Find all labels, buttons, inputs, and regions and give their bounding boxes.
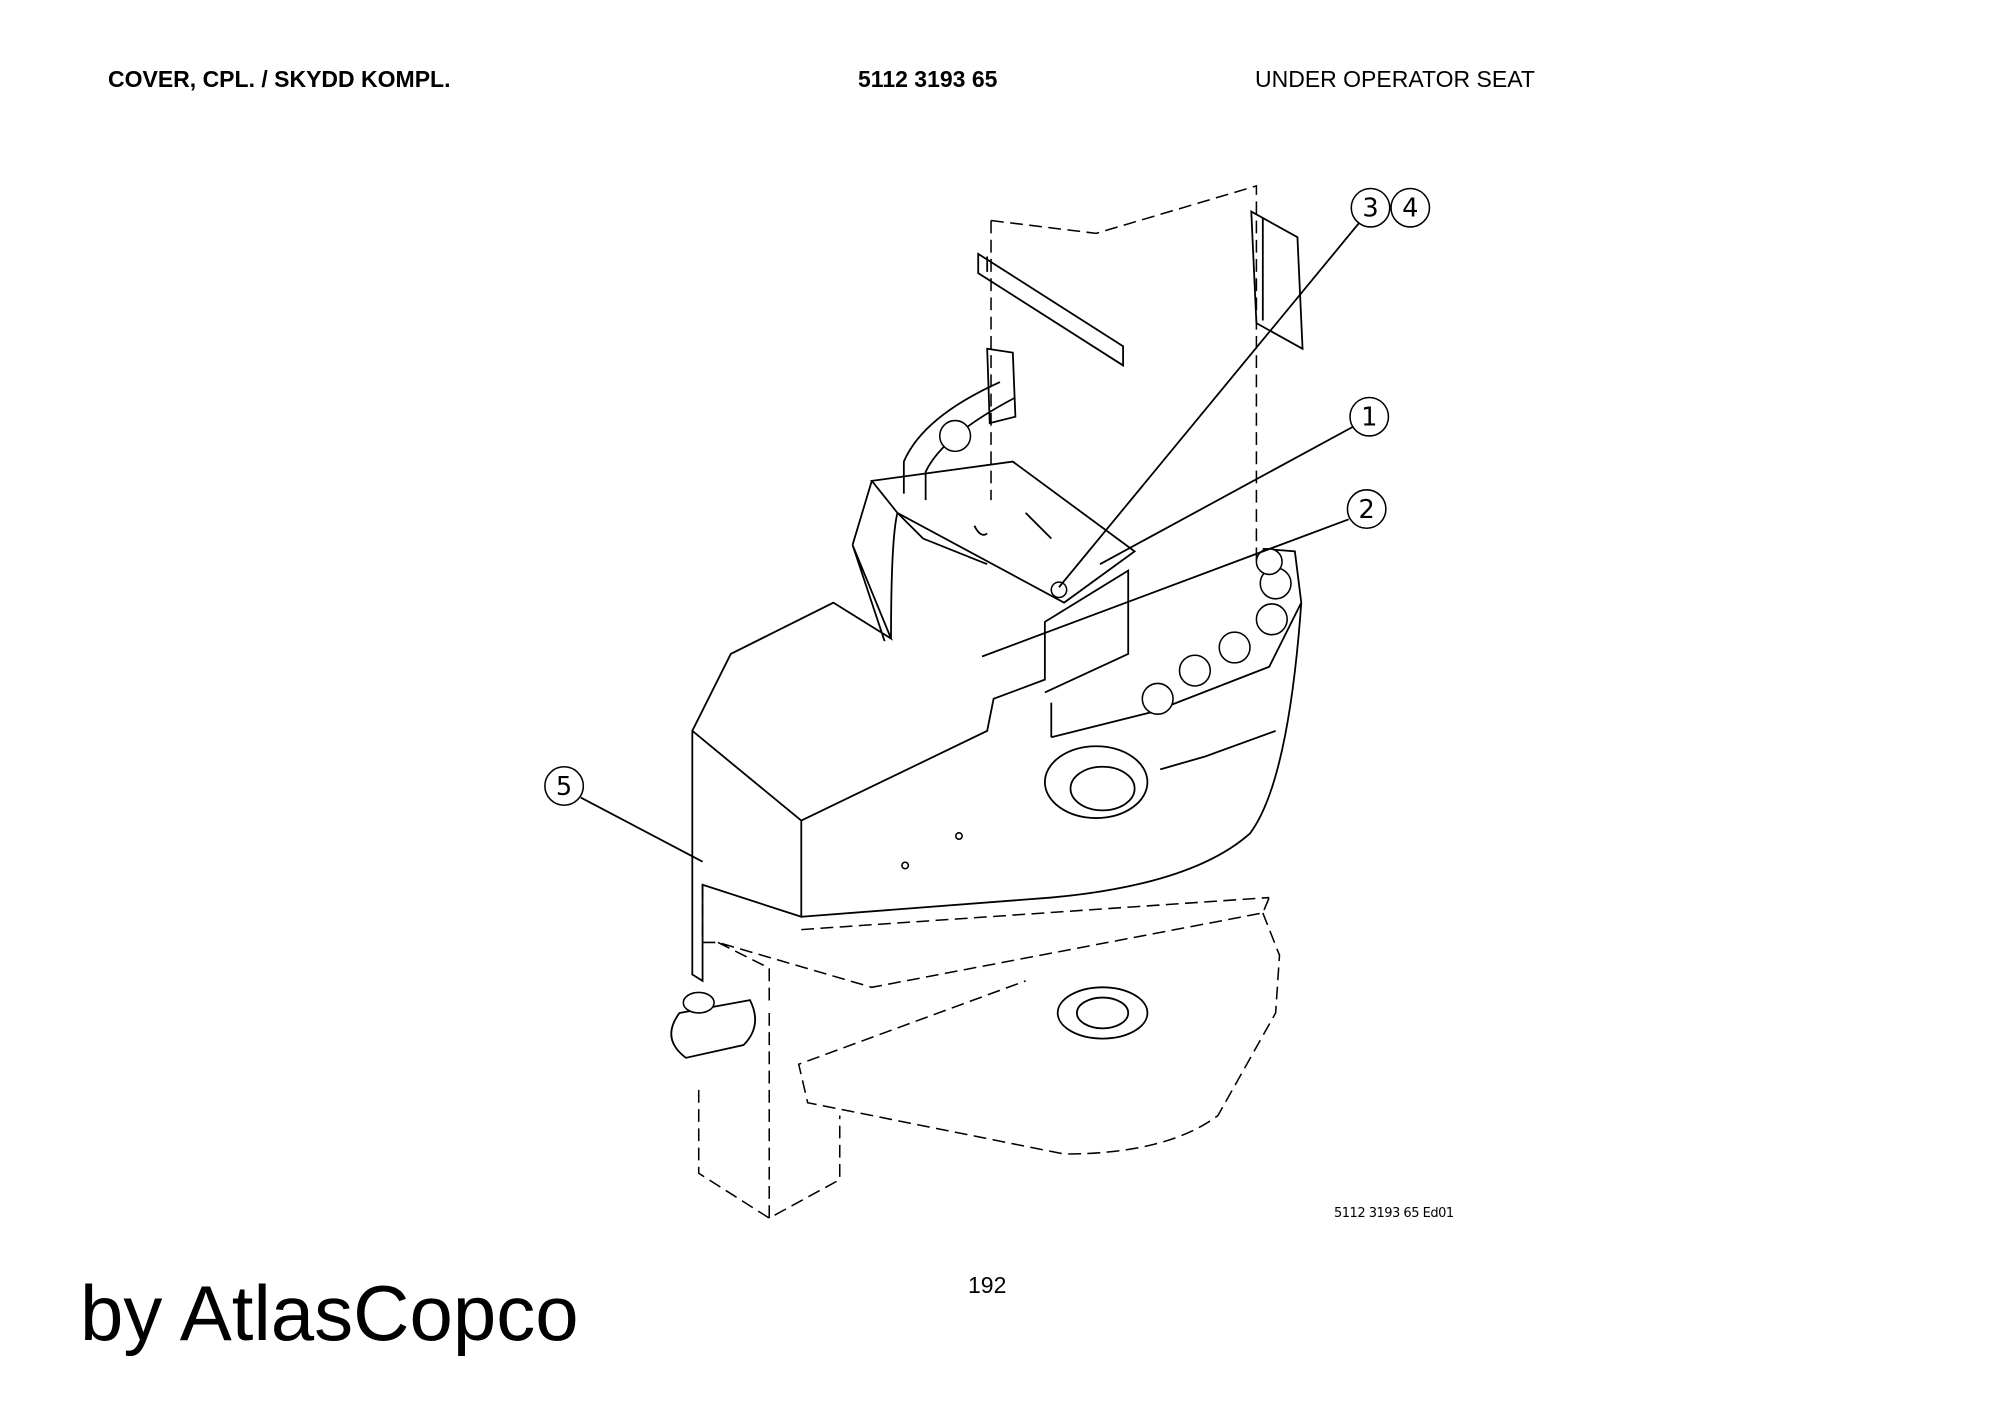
callout-5: 5 <box>544 765 585 806</box>
location-label: UNDER OPERATOR SEAT <box>1255 66 1535 92</box>
pivot-hole <box>1043 745 1149 819</box>
hole <box>955 832 963 840</box>
callout-4: 4 <box>1390 187 1431 228</box>
main-body <box>801 547 1303 918</box>
callout-2: 2 <box>1346 489 1387 530</box>
bracket <box>670 999 757 1059</box>
svg-text:1: 1 <box>1361 403 1377 433</box>
pivot-hole-inner <box>1069 765 1136 812</box>
svg-text:2: 2 <box>1359 495 1375 525</box>
callout-1: 1 <box>1349 396 1390 437</box>
callout-3: 3 <box>1350 187 1391 228</box>
upper-cover <box>870 460 1137 604</box>
svg-text:4: 4 <box>1402 194 1418 224</box>
svg-text:5: 5 <box>556 772 572 802</box>
pivot-ring-inner <box>1076 996 1130 1030</box>
drawing-reference: 5112 3193 65 Ed01 <box>1334 1206 1454 1221</box>
pivot-ring <box>1056 986 1149 1040</box>
lower-frame <box>697 884 1281 1219</box>
page-title: COVER, CPL. / SKYDD KOMPL. <box>108 66 451 92</box>
bolts <box>1141 548 1292 715</box>
pin <box>682 991 715 1014</box>
cover <box>691 480 1130 983</box>
knob <box>938 419 972 453</box>
leader-lines <box>580 222 1360 863</box>
brand-watermark: by AtlasCopco <box>80 1269 579 1357</box>
mounting-plate <box>1250 209 1304 351</box>
mounting-bar <box>977 252 1124 368</box>
page-number: 192 <box>968 1272 1007 1298</box>
svg-text:3: 3 <box>1362 194 1378 224</box>
fastener <box>1050 581 1068 599</box>
hole <box>901 861 910 870</box>
seat-outline <box>990 184 1258 565</box>
part-number: 5112 3193 65 <box>858 66 998 92</box>
